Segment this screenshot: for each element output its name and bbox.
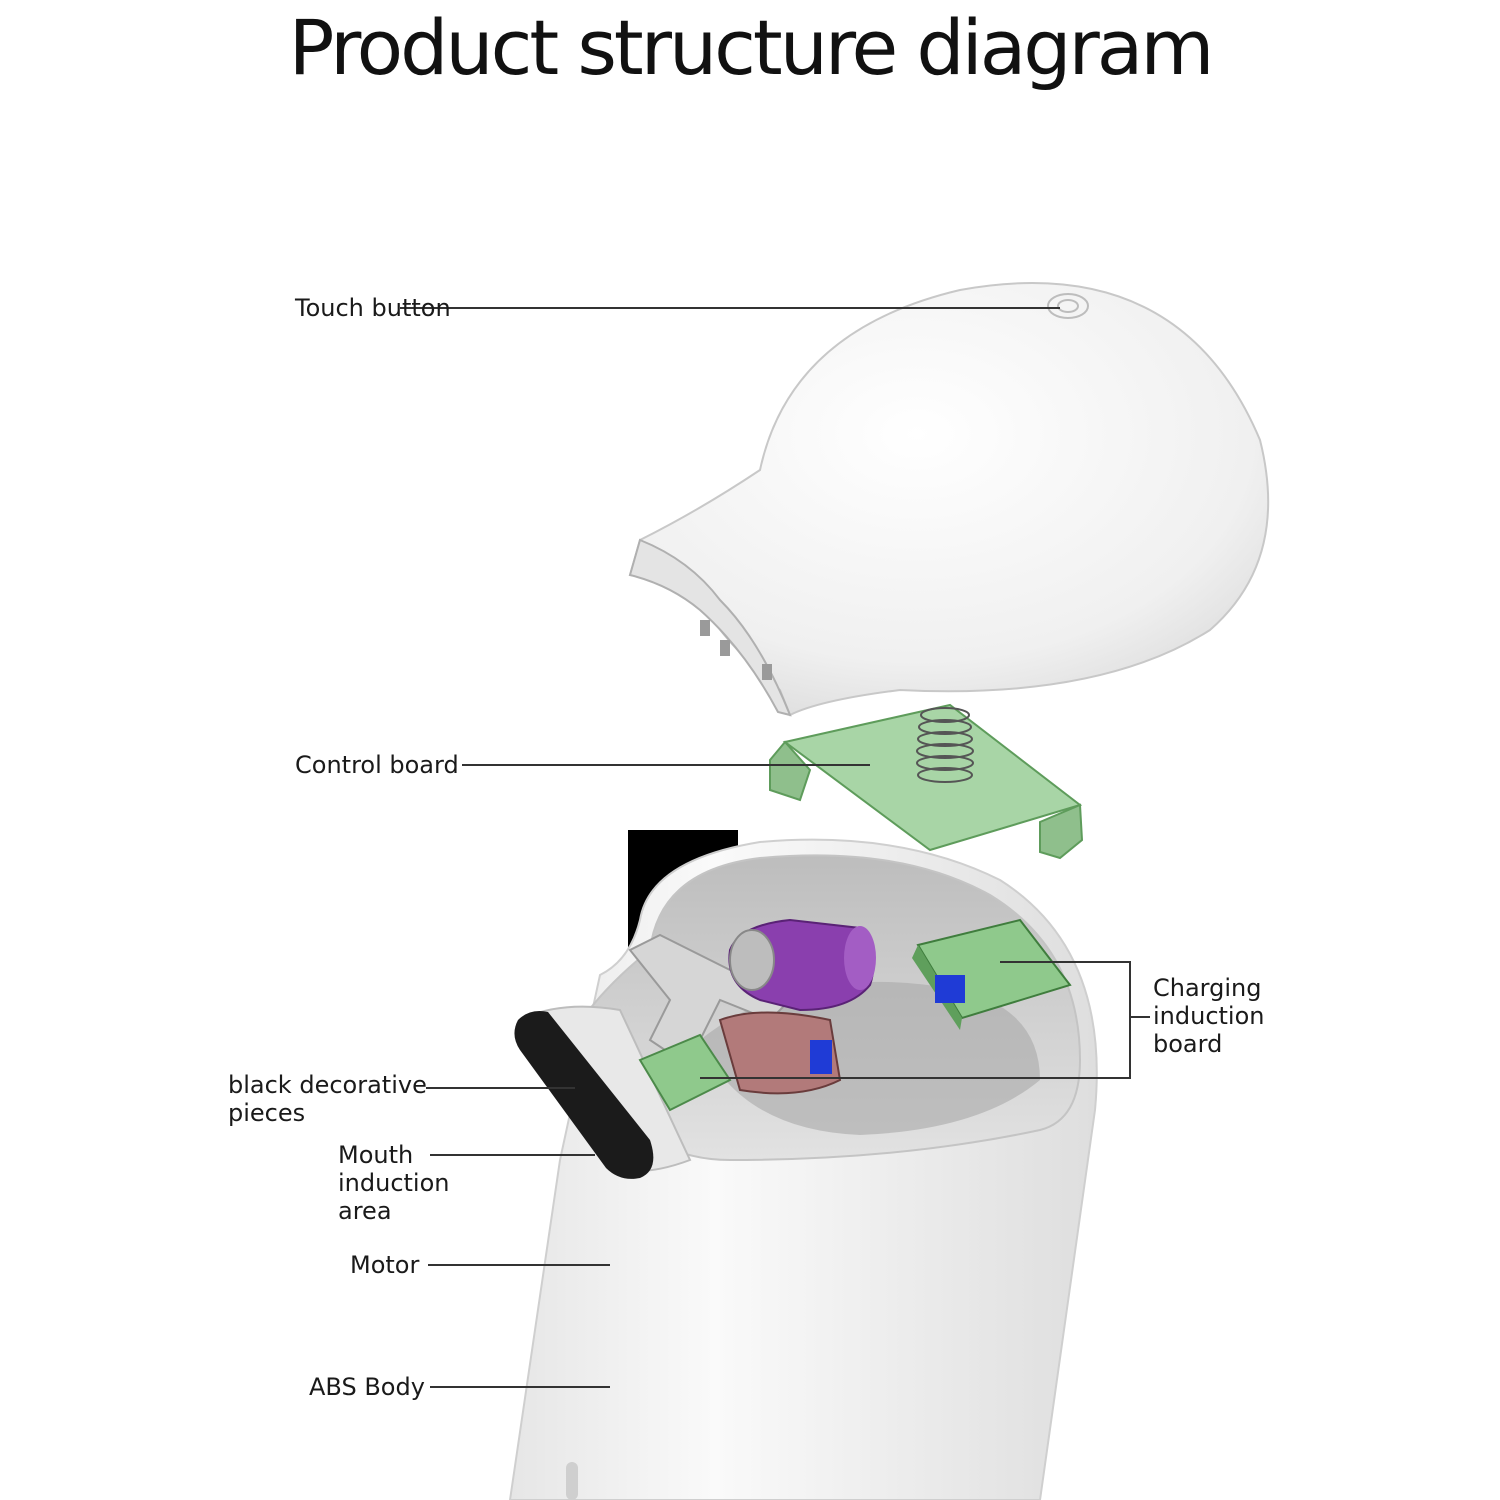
leader-lines bbox=[400, 307, 1150, 1388]
page-title: Product structure diagram bbox=[288, 3, 1215, 92]
spring-coil bbox=[916, 707, 974, 783]
nozzle-teeth bbox=[700, 620, 772, 680]
inner-green-board bbox=[638, 1033, 732, 1112]
dome-cap bbox=[628, 282, 1270, 717]
control-board bbox=[782, 703, 1083, 852]
metal-bracket bbox=[628, 933, 792, 1062]
control-board-legs-right bbox=[1039, 803, 1084, 860]
motor-end bbox=[844, 926, 876, 990]
label-abs-body: ABS Body bbox=[309, 1373, 425, 1401]
label-touch-button: Touch button bbox=[295, 294, 451, 322]
label-mouth-induction-area: Mouth induction area bbox=[338, 1141, 450, 1225]
label-motor: Motor bbox=[350, 1251, 420, 1279]
charging-board-blue bbox=[935, 975, 965, 1003]
control-board-legs-left bbox=[769, 740, 812, 802]
body-slot bbox=[566, 1462, 578, 1500]
label-control-board: Control board bbox=[295, 751, 459, 779]
touch-button-icon bbox=[1047, 293, 1089, 319]
leader-charging-board bbox=[700, 961, 1131, 1079]
dome-nozzle bbox=[628, 538, 792, 717]
black-decorative-piece bbox=[514, 1011, 654, 1179]
motor-coupling bbox=[729, 929, 775, 991]
label-charging-induction-board: Charging induction board bbox=[1153, 974, 1265, 1058]
label-black-decorative-pieces: black decorative pieces bbox=[228, 1071, 427, 1127]
blue-connector bbox=[810, 1040, 832, 1074]
